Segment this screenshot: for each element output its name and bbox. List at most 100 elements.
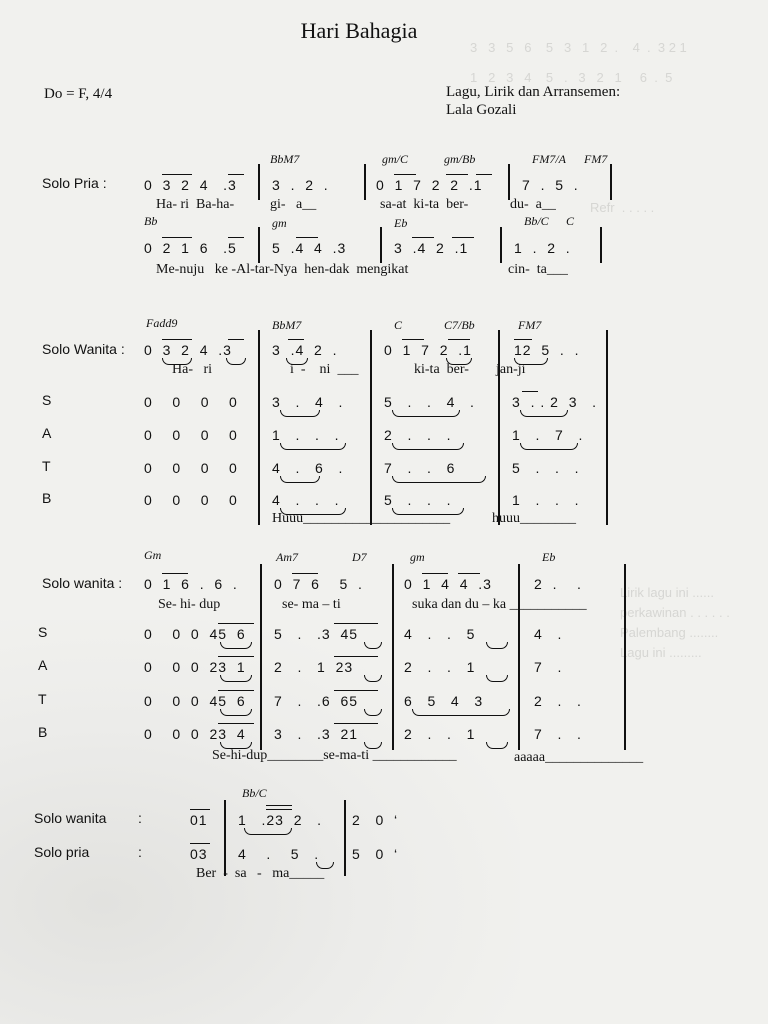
beam-line: [412, 237, 434, 238]
slur-mark: [486, 742, 508, 749]
notation-measure: 2 . . .: [384, 427, 452, 443]
beam-line: [266, 805, 292, 806]
slur-mark: [392, 476, 486, 483]
bleed-through-text: Refr . . . . .: [590, 200, 655, 215]
chord-symbol: gm: [272, 216, 287, 230]
barline: [260, 564, 262, 750]
chord-symbol: Am7: [276, 550, 298, 564]
notation-measure: 4 . . 5: [404, 626, 476, 642]
lyric-line: Ha- ri Ba-ha-: [156, 197, 235, 212]
beam-line: [228, 339, 244, 340]
beam-line: [218, 623, 254, 624]
barline: [380, 227, 382, 263]
notation-measure: 7 . .: [534, 726, 582, 742]
slur-mark: [280, 410, 320, 417]
part-label-solo-wanita: Solo Wanita :: [42, 341, 125, 357]
barline: [364, 164, 366, 200]
chord-symbol: FM7: [518, 318, 542, 332]
notation-measure: 3 . 4 .: [272, 394, 344, 410]
lyric-line: huuu________: [492, 511, 576, 526]
notation-measure: 0 7 6 5 .: [274, 576, 363, 592]
beam-line: [266, 809, 292, 810]
notation-measure: 7 . 5 .: [522, 177, 579, 193]
label-colon: :: [138, 844, 142, 860]
lyric-line: se- ma – ti: [282, 597, 341, 612]
beam-line: [448, 339, 470, 340]
notation-measure: 01: [190, 812, 208, 828]
notation-measure: 4 . 5 .: [238, 846, 320, 862]
notation-measure: 6 5 4 3: [404, 693, 484, 709]
notation-measure: 0 3 2 4 .3: [144, 342, 232, 358]
bleed-through-text: Lagu ini .........: [620, 645, 702, 660]
notation-measure: 3 .4 2 .1: [394, 240, 469, 256]
bleed-through-text: 3 3 5 6 5 3 1 2 . 4 . 3 2 1: [470, 40, 687, 55]
barline: [624, 564, 626, 750]
beam-line: [162, 339, 192, 340]
notation-measure: 0 0 0 23 4: [144, 726, 246, 742]
lyric-line: Ber - sa - ma_____: [196, 866, 325, 881]
slur-mark: [520, 443, 578, 450]
slur-mark: [280, 476, 320, 483]
part-label-solo-wanita: Solo wanita :: [42, 575, 123, 591]
notation-measure: 3 . . 2 3 .: [512, 394, 598, 410]
slur-mark: [412, 709, 510, 716]
beam-line: [514, 339, 532, 340]
lyric-line: gi- a__: [270, 197, 317, 212]
notation-measure: 4 . 6 .: [272, 460, 344, 476]
beam-line: [446, 174, 468, 175]
chord-symbol: BbM7: [272, 318, 302, 332]
barline: [518, 564, 520, 750]
notation-measure: 0 1 4 4 .3: [404, 576, 492, 592]
beam-line: [422, 573, 448, 574]
barline: [258, 227, 260, 263]
chord-symbol: C: [566, 214, 575, 228]
voice-label-alto: A: [38, 657, 48, 673]
voice-label-tenor: T: [42, 458, 51, 474]
voice-label-soprano: S: [38, 624, 48, 640]
part-label-solo-wanita: Solo wanita: [34, 810, 107, 826]
slur-mark: [244, 828, 292, 835]
notation-measure: 2 . .: [534, 576, 582, 592]
beam-line: [334, 690, 378, 691]
barline: [606, 330, 608, 525]
beam-line: [218, 723, 254, 724]
voice-label-bass: B: [42, 490, 52, 506]
notation-measure: 0 0 0 0: [144, 492, 238, 508]
slur-mark: [392, 443, 464, 450]
notation-measure: 0 0 0 0: [144, 460, 238, 476]
lyric-line: du- a__: [510, 197, 556, 212]
beam-line: [292, 573, 318, 574]
notation-measure: 0 1 7 2 2 .1: [376, 177, 483, 193]
notation-measure: 1 . . .: [272, 427, 340, 443]
beam-line: [228, 174, 244, 175]
slur-mark: [220, 642, 252, 649]
song-title: Hari Bahagia: [300, 18, 418, 43]
barline: [610, 164, 612, 200]
voice-label-tenor: T: [38, 691, 47, 707]
notation-measure: 2 . .: [534, 693, 582, 709]
notation-measure: 0 1 7 2 .1: [384, 342, 472, 358]
lyric-line: Me-nuju ke -Al-tar-Nya hen-dak mengikat: [156, 262, 409, 277]
chord-symbol: C7/Bb: [444, 318, 475, 332]
beam-line: [228, 237, 244, 238]
barline: [258, 164, 260, 200]
notation-measure: 12 5 . .: [514, 342, 580, 358]
lyric-line: sa-at ki-ta ber-: [380, 197, 469, 212]
notation-measure: 0 0 0 0: [144, 394, 238, 410]
chord-symbol: C: [394, 318, 403, 332]
barline: [600, 227, 602, 263]
label-colon: :: [138, 810, 142, 826]
beam-line: [394, 174, 416, 175]
chord-symbol: gm/Bb: [444, 152, 476, 166]
notation-measure: 1 .23 2 .: [238, 812, 323, 828]
chord-symbol: FM7/A: [532, 152, 566, 166]
notation-measure: 5 . . 4 .: [384, 394, 475, 410]
barline: [498, 330, 500, 525]
barline: [500, 227, 502, 263]
notation-measure: 5 . . .: [384, 492, 452, 508]
beam-line: [218, 690, 254, 691]
notation-measure: 1 . 7 .: [512, 427, 584, 443]
notation-measure: 3 .4 2 .: [272, 342, 338, 358]
lyric-line: suka dan du – ka ___________: [412, 597, 587, 612]
